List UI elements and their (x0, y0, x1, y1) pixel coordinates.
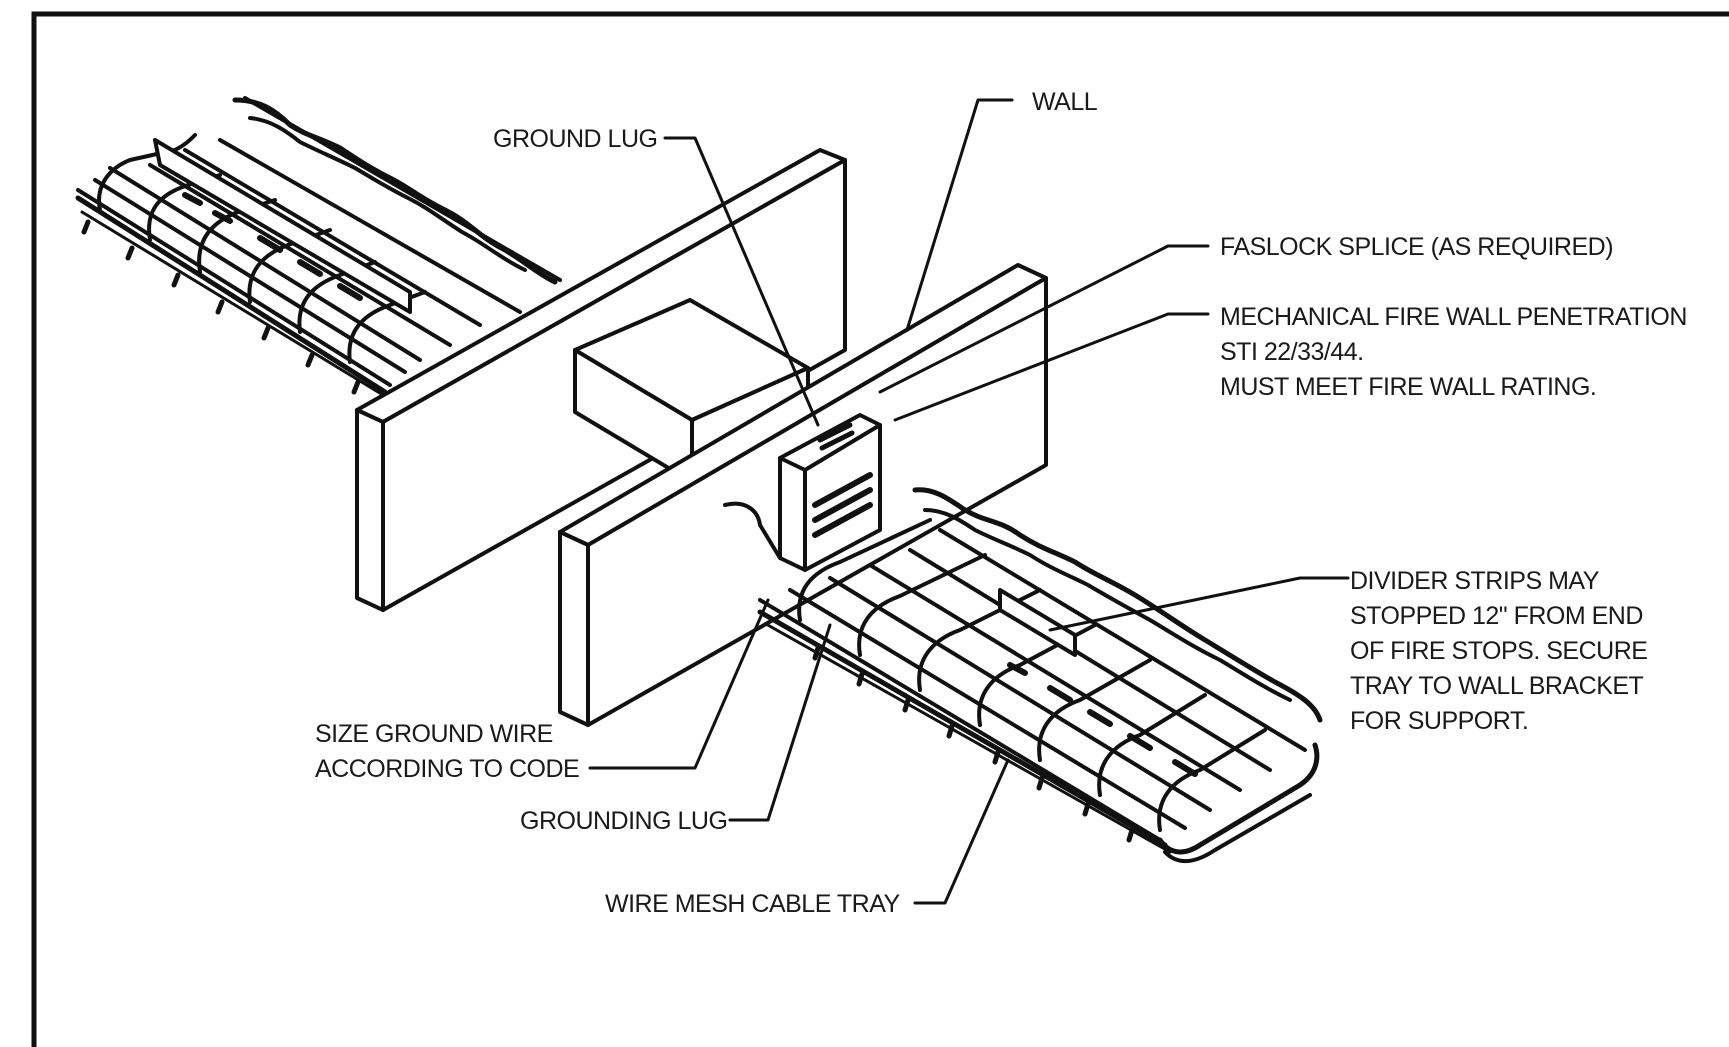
leader-wire-mesh-cable-tray (913, 758, 1010, 905)
cable-tray-left (75, 96, 562, 400)
label-ground-lug: GROUND LUG (493, 125, 657, 153)
label-size-ground-wire-line1: SIZE GROUND WIRE (315, 720, 553, 748)
label-fire-wall-penetration-line2: STI 22/33/44. (1220, 338, 1364, 366)
cable-tray-right (757, 487, 1323, 864)
label-fire-wall-penetration-line1: MECHANICAL FIRE WALL PENETRATION (1220, 303, 1687, 331)
faslock-splice-assembly (723, 413, 882, 572)
leader-grounding-lug (728, 623, 832, 822)
label-size-ground-wire-line2: ACCORDING TO CODE (315, 755, 579, 783)
label-divider-strips-line4: TRAY TO WALL BRACKET (1350, 672, 1644, 700)
drawing-border (31, 11, 1729, 1047)
label-wall: WALL (1032, 88, 1098, 116)
leader-wall (905, 98, 1014, 332)
leader-size-ground-wire (588, 598, 770, 770)
label-grounding-lug: GROUNDING LUG (520, 807, 727, 835)
label-fire-wall-penetration-line3: MUST MEET FIRE WALL RATING. (1220, 373, 1596, 401)
leader-lines (588, 98, 1350, 905)
label-divider-strips-line3: OF FIRE STOPS. SECURE (1350, 637, 1647, 665)
leader-fire-wall-penetration (893, 312, 1210, 422)
label-wire-mesh-cable-tray: WIRE MESH CABLE TRAY (605, 890, 901, 918)
leader-ground-lug (663, 136, 820, 427)
label-faslock-splice: FASLOCK SPLICE (AS REQUIRED) (1220, 233, 1613, 261)
label-divider-strips-line2: STOPPED 12" FROM END (1350, 602, 1643, 630)
label-divider-strips-line5: FOR SUPPORT. (1350, 707, 1528, 735)
label-divider-strips-line1: DIVIDER STRIPS MAY (1350, 567, 1600, 595)
leader-faslock-splice (878, 244, 1210, 394)
leader-divider-strips (1048, 576, 1350, 632)
